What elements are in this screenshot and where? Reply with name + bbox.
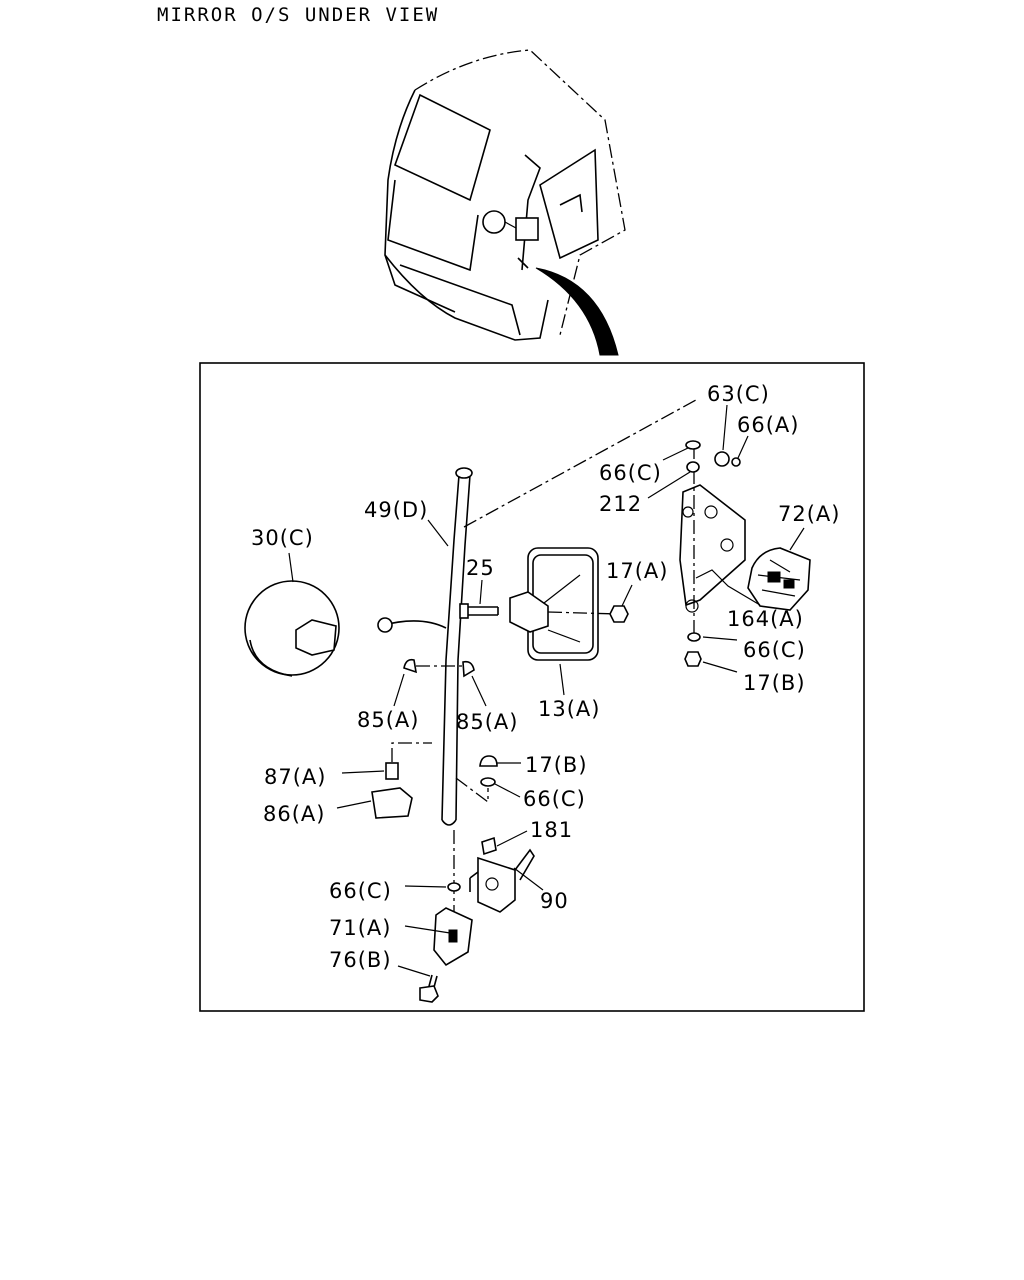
label-212: 212	[599, 492, 642, 516]
label-164a: 164(A)	[727, 607, 804, 631]
label-76b: 76(B)	[329, 948, 392, 972]
collar	[686, 461, 700, 473]
label-13a: 13(A)	[538, 697, 600, 721]
round-mirror	[244, 580, 447, 677]
lower-bracket	[469, 836, 535, 913]
label-30c: 30(C)	[251, 526, 314, 550]
label-66c-mid: 66(C)	[523, 787, 586, 811]
label-63c: 63(C)	[707, 382, 770, 406]
washer	[480, 777, 496, 787]
cap-nut	[479, 755, 498, 767]
leader-lines	[288, 404, 805, 977]
label-66c-low: 66(C)	[329, 879, 392, 903]
label-85a-right: 85(A)	[456, 710, 518, 734]
nut	[684, 651, 702, 667]
small-washer	[731, 457, 741, 467]
clamp-left	[403, 658, 418, 674]
label-17a: 17(A)	[606, 559, 668, 583]
cap-cover	[371, 787, 413, 819]
label-72a: 72(A)	[778, 502, 840, 526]
nut	[609, 605, 629, 623]
page-title: MIRROR O/S UNDER VIEW	[157, 4, 440, 26]
truck-cab-illustration	[384, 49, 626, 356]
label-86a: 86(A)	[263, 802, 325, 826]
bolt	[459, 603, 499, 619]
label-66a: 66(A)	[737, 413, 799, 437]
label-25: 25	[466, 556, 495, 580]
part-labels: 63(C) 66(A) 66(C) 212 72(A) 164(A) 66(C)…	[251, 382, 840, 972]
label-17b-mid: 17(B)	[525, 753, 588, 777]
bracket-cover	[747, 547, 811, 611]
label-49d: 49(D)	[364, 498, 428, 522]
rectangular-mirror	[509, 547, 619, 661]
washer	[447, 882, 461, 892]
label-90: 90	[540, 889, 569, 913]
label-181: 181	[530, 818, 573, 842]
detail-frame	[199, 362, 865, 1012]
lower-bolt	[419, 974, 439, 1003]
label-66c-right: 66(C)	[743, 638, 806, 662]
washer	[687, 632, 701, 642]
label-71a: 71(A)	[329, 916, 391, 940]
upper-bracket	[679, 445, 746, 645]
label-17b-right: 17(B)	[743, 671, 806, 695]
label-87a: 87(A)	[264, 765, 326, 789]
mirror-stay-rod	[441, 399, 697, 826]
washer	[685, 440, 701, 450]
cap-small	[385, 762, 399, 780]
clamp-right	[462, 660, 475, 678]
lower-mount-block	[433, 907, 473, 967]
cap	[714, 451, 730, 467]
label-85a-left: 85(A)	[357, 708, 419, 732]
label-66c-top: 66(C)	[599, 461, 662, 485]
